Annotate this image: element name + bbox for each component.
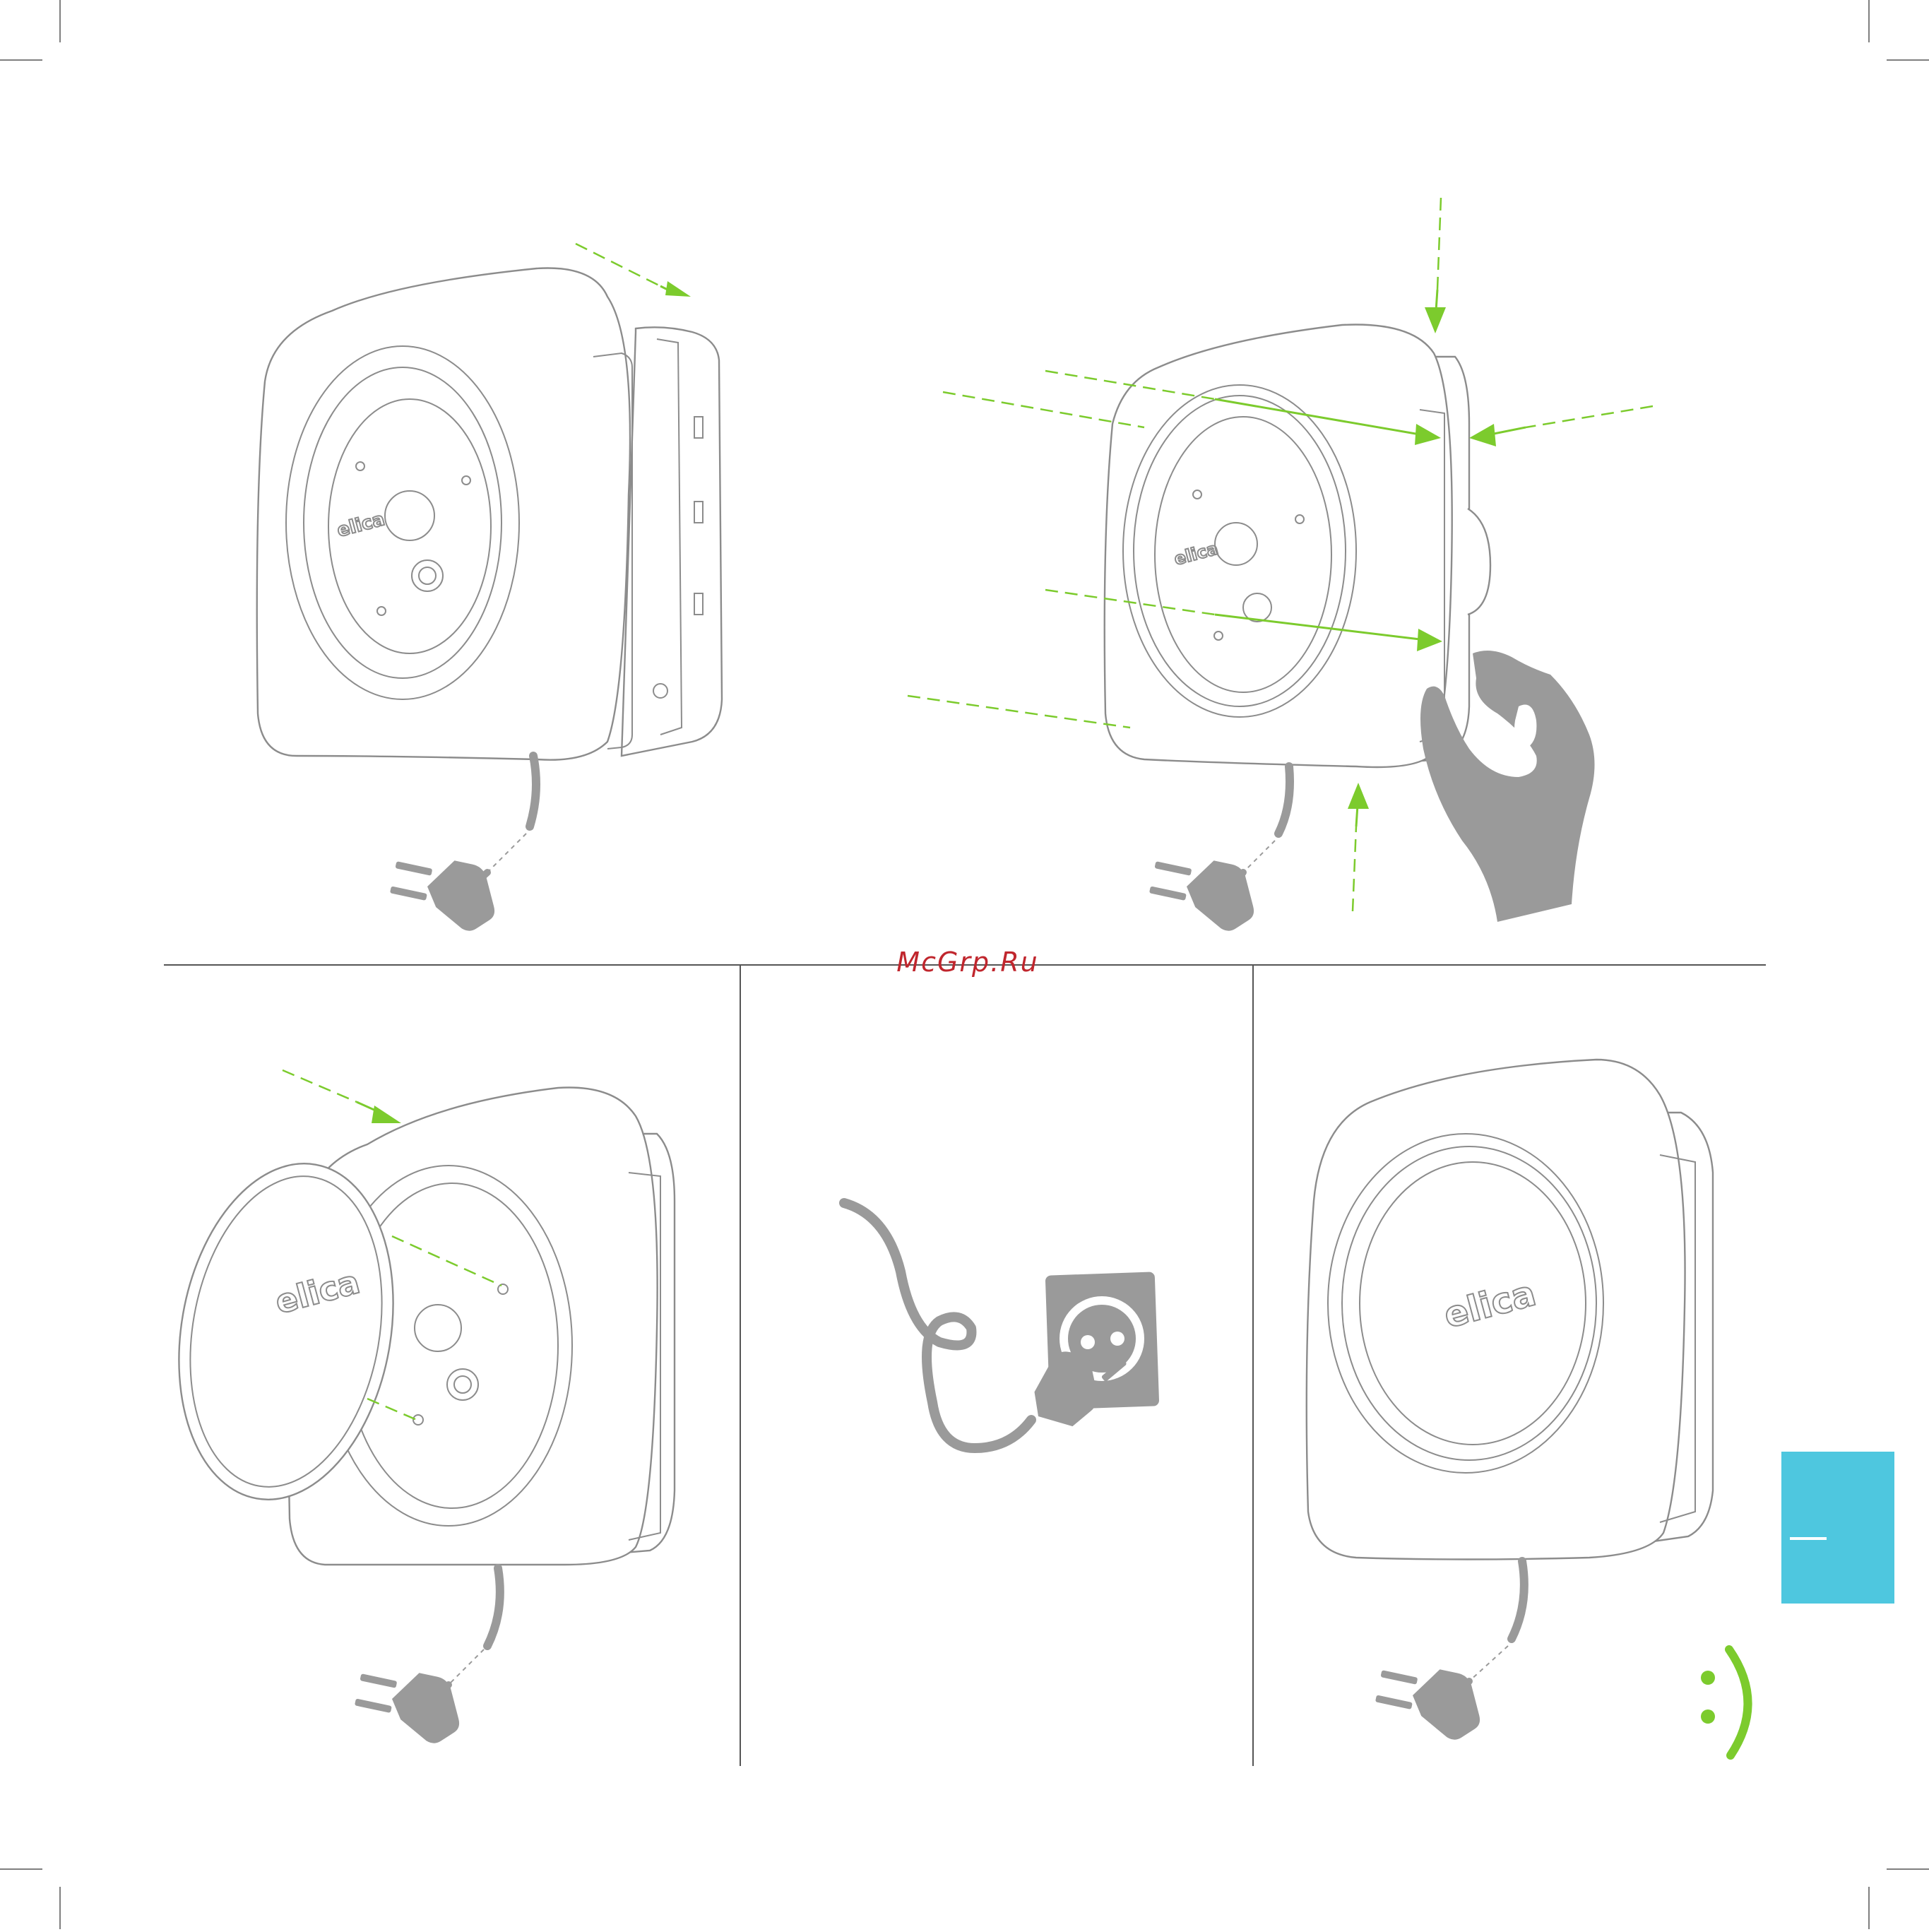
- step-fit-front-cover: elica: [154, 1070, 675, 1748]
- step-press-device-onto-bracket: elica: [908, 198, 1653, 935]
- power-cord: [844, 1203, 1031, 1448]
- power-plug-icon: [386, 849, 504, 936]
- page-tab-dash: [1790, 1537, 1827, 1540]
- step-plug-into-socket: [844, 1203, 1159, 1448]
- watermark: McGrp.Ru: [812, 947, 1123, 978]
- power-plug-icon: [1145, 849, 1263, 936]
- step-installation-complete: elica: [1307, 1060, 1748, 1755]
- page-tab-marker: [1781, 1452, 1894, 1604]
- power-plug-icon: [1371, 1658, 1489, 1745]
- smiley-icon: [1701, 1649, 1748, 1755]
- power-plug-icon: [350, 1661, 468, 1748]
- step-attach-to-wall-bracket: elica: [257, 244, 722, 935]
